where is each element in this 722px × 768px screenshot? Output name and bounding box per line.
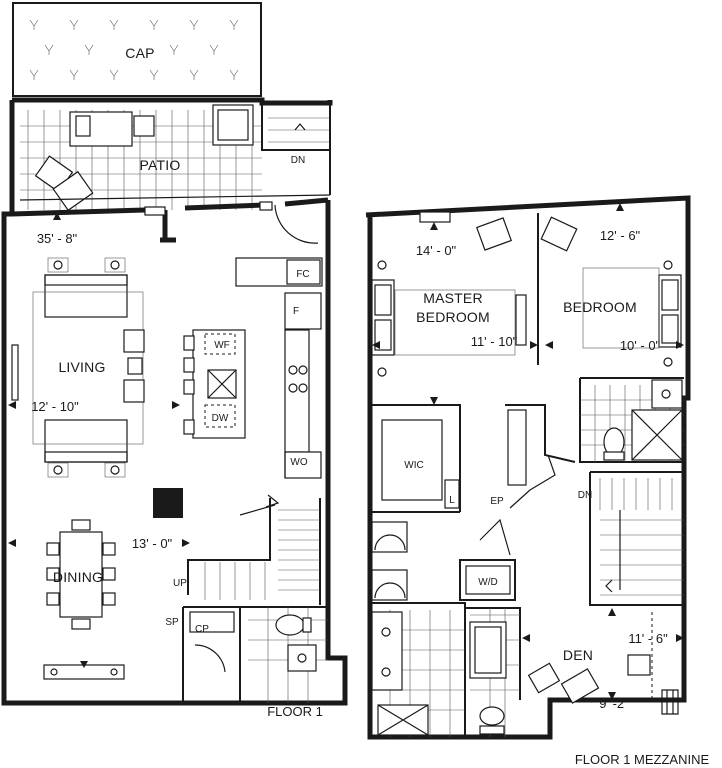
cp-label: CP (195, 624, 209, 635)
bedroom-ensuite (580, 379, 684, 462)
den-furniture (527, 612, 679, 715)
dim-dining: 13' - 0" (132, 536, 173, 551)
sp-label: SP (165, 617, 179, 628)
up-label: UP (173, 578, 187, 589)
dim-bedroom-depth: 10' - 0" (620, 338, 661, 353)
master-label-2: BEDROOM (416, 309, 490, 325)
mezzanine-stairs (599, 478, 684, 596)
dining-label: DINING (53, 569, 103, 585)
wf-label: WF (214, 340, 230, 351)
fc-label: FC (296, 269, 309, 280)
wic (381, 409, 527, 509)
bedroom-label: BEDROOM (563, 299, 637, 315)
f-label: F (293, 306, 299, 317)
dw-label: DW (212, 413, 229, 424)
ep-label: EP (490, 496, 504, 507)
dim-master-depth: 11' - 10" (471, 334, 518, 349)
dim-total-width: 35' - 8" (37, 231, 78, 246)
patio-dn-label: DN (291, 155, 305, 166)
floor1-title: FLOOR 1 (267, 704, 323, 719)
bedroom-furniture (540, 216, 682, 367)
living-label: LIVING (58, 359, 105, 375)
cap-hatch (29, 19, 239, 80)
living-furniture (11, 257, 145, 478)
column (153, 488, 183, 518)
dim-master-width: 14' - 0" (416, 243, 457, 258)
kitchen-counter (235, 257, 323, 479)
cap-area: CAP (12, 2, 262, 97)
floor1-stairs (187, 494, 321, 605)
dim-bedroom-width: 12' - 6" (600, 228, 641, 243)
master-bedroom-furniture (371, 211, 527, 377)
master-ensuite (371, 608, 520, 737)
cap-label: CAP (125, 45, 154, 61)
patio-area: PATIO DN (9, 97, 333, 212)
floor1-plan: CAP PATIO DN (1, 2, 348, 719)
wo-label: WO (290, 457, 307, 468)
patio-label: PATIO (140, 157, 181, 173)
dining-furniture (43, 519, 125, 680)
wic-label: WIC (404, 460, 423, 471)
den-label: DEN (563, 647, 593, 663)
mezz-dn-label: DN (578, 490, 592, 501)
kitchen-island (183, 329, 246, 439)
mezzanine-plan: MASTER BEDROOM 14' - 0" 11' - 10" BEDROO… (365, 195, 710, 767)
master-label-1: MASTER (423, 290, 483, 306)
powder-room (182, 606, 328, 703)
mezzanine-title: FLOOR 1 MEZZANINE (575, 752, 710, 767)
wd-label: W/D (478, 577, 497, 588)
dim-living: 12' - 10" (31, 399, 79, 414)
l-label: L (449, 495, 455, 506)
floor1-exterior-wall (1, 197, 348, 706)
dim-den-width: 11' - 6" (628, 631, 668, 646)
dim-den-depth: 9' -2" (599, 696, 629, 711)
